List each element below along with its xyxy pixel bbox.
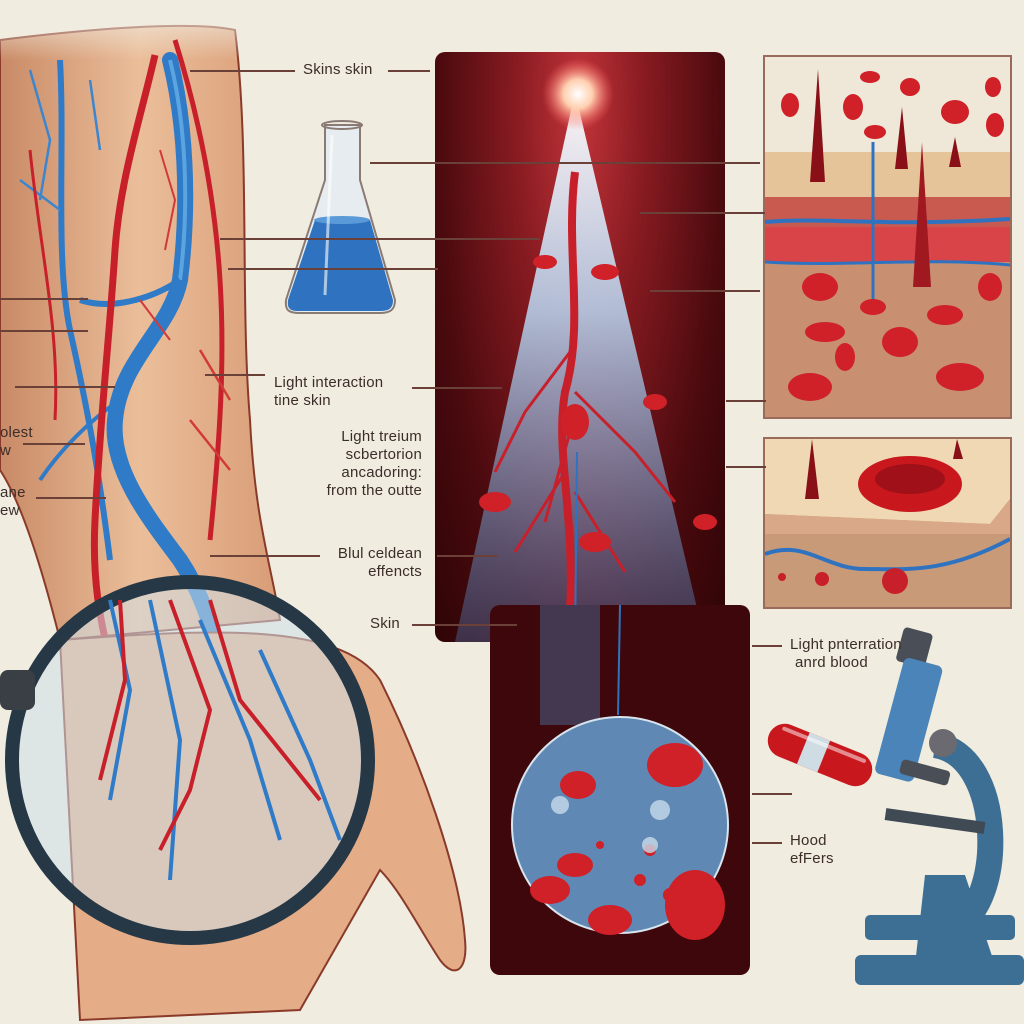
skin-cross-section-top xyxy=(763,55,1012,419)
leader-line xyxy=(752,793,792,795)
leader-line xyxy=(205,374,265,376)
leader-line xyxy=(210,555,320,557)
leader-line xyxy=(15,386,115,388)
leader-line xyxy=(640,212,765,214)
leader-line xyxy=(228,268,438,270)
leader-line xyxy=(412,624,517,626)
leader-line xyxy=(220,238,540,240)
leader-line xyxy=(412,387,502,389)
light-beam-panel xyxy=(435,52,725,642)
label-skins-skin: Skins skin xyxy=(303,61,373,78)
leader-line xyxy=(370,162,760,164)
capsule-illustration xyxy=(760,720,880,790)
label-left-2: ane ew xyxy=(0,484,26,519)
label-light-interaction: Light interaction tine skin xyxy=(274,374,384,409)
label-light-treium: Light treium scbertorion ancadoring: fro… xyxy=(326,428,422,499)
label-blood-effects: Blul celdean effencts xyxy=(337,545,422,580)
leader-line xyxy=(36,497,106,499)
microscopic-panel xyxy=(490,605,750,975)
leader-line xyxy=(650,290,760,292)
leader-line xyxy=(388,70,430,72)
label-hood-effects: Hood efFers xyxy=(790,832,834,867)
leader-line xyxy=(726,400,766,402)
flask-illustration xyxy=(280,115,400,315)
label-left-1: olest w xyxy=(0,424,33,459)
leader-line xyxy=(0,298,88,300)
leader-line xyxy=(752,645,782,647)
leader-line xyxy=(752,842,782,844)
forearm-illustration xyxy=(0,0,300,1024)
leader-line xyxy=(23,443,85,445)
magnifier-illustration xyxy=(0,540,480,1024)
label-light-penetration: Light pnterration anrd blood xyxy=(790,636,902,671)
leader-line xyxy=(726,466,766,468)
microscope-illustration xyxy=(855,625,1024,995)
leader-line xyxy=(0,330,88,332)
label-skin: Skin xyxy=(370,615,400,632)
leader-line xyxy=(190,70,295,72)
skin-cross-section-bottom xyxy=(763,437,1012,609)
leader-line xyxy=(437,555,497,557)
